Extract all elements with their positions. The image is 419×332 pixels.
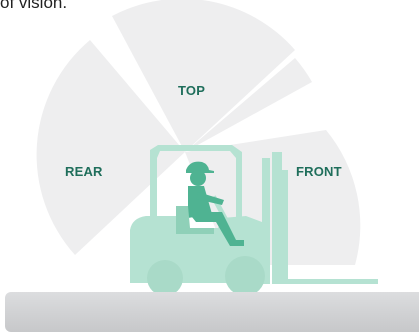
vision-zones bbox=[37, 0, 361, 265]
mast-front bbox=[272, 152, 282, 284]
ground-floor bbox=[5, 292, 419, 332]
rear-wheel bbox=[147, 260, 183, 296]
carriage bbox=[282, 170, 288, 282]
zone-label-top: TOP bbox=[178, 83, 205, 98]
fork-tine bbox=[282, 279, 378, 284]
mast-rear bbox=[262, 158, 270, 284]
guard-front-post bbox=[236, 152, 242, 222]
front-wheel bbox=[225, 256, 265, 296]
zone-label-front: FRONT bbox=[296, 164, 342, 179]
operator-head bbox=[190, 170, 206, 186]
guard-rear-post bbox=[150, 150, 157, 220]
zone-label-rear: REAR bbox=[65, 164, 103, 179]
